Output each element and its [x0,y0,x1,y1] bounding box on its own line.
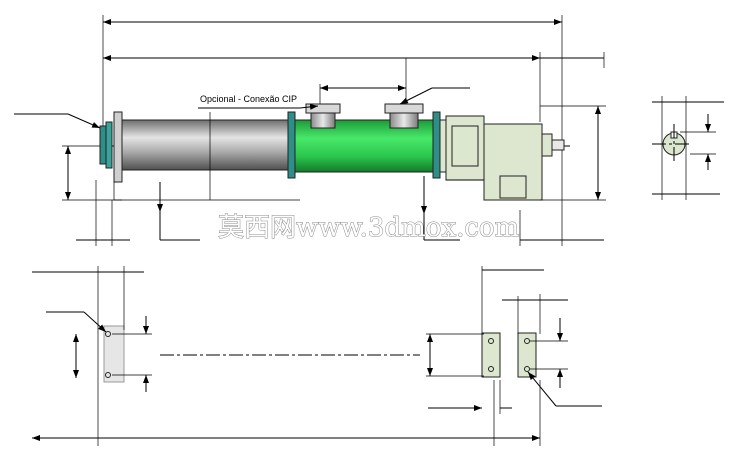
pump-housing-flange-left [287,111,296,179]
cip-connection-label: Opcional - Conexão CIP [200,94,297,104]
overall-dimensions [102,15,605,140]
cip-port-left [305,103,341,129]
watermark-text: 莫西网www.3dmox.com [218,213,519,243]
drive-foot-plate-1 [481,332,501,378]
bottom-view-dimensions [32,266,602,446]
stator-tube [121,119,291,171]
drive-housing [439,115,565,201]
discharge-port [384,103,424,129]
pump-housing [294,119,436,173]
top-view-leaders [14,87,606,246]
drive-foot-plate-2 [517,332,537,378]
suction-foot-plate [103,325,125,383]
pump-housing-flange-right [432,111,441,179]
shaft-end-detail [652,96,724,200]
